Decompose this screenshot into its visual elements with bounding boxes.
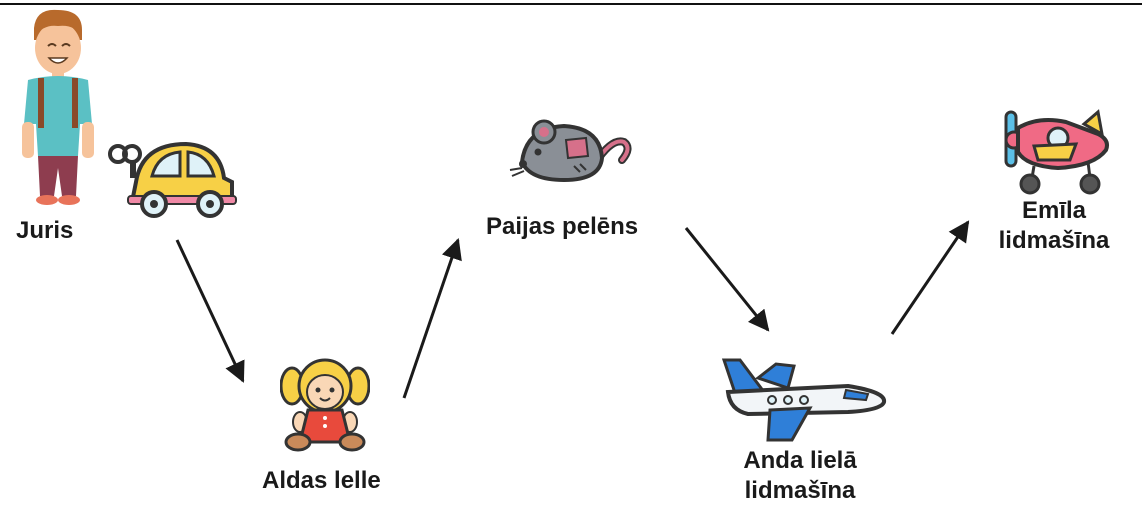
- airplane-icon: [721, 358, 887, 442]
- top-border-line: [0, 3, 1142, 5]
- node-label-anda: Anda lielā lidmašīna: [708, 446, 892, 506]
- edge-alda-to-paija: [402, 238, 462, 399]
- doll-icon: [280, 358, 370, 452]
- edge-car-to-alda: [175, 239, 245, 383]
- edge-paija-to-anda: [684, 227, 770, 332]
- node-label-anda-line1: Anda lielā: [743, 447, 857, 474]
- toy-plane-icon: [1004, 109, 1109, 195]
- node-label-emils: Emīla lidmašīna: [968, 196, 1140, 256]
- wind-up-car-icon: [108, 141, 237, 218]
- node-label-alda: Aldas lelle: [262, 467, 381, 494]
- toy-mouse-icon: [509, 119, 632, 183]
- boy-icon: [22, 9, 94, 205]
- node-label-juris: Juris: [16, 217, 74, 244]
- node-label-emils-line1: Emīla: [1021, 197, 1087, 224]
- node-label-emils-line2: lidmašīna: [998, 227, 1110, 254]
- node-label-paija: Paijas pelēns: [486, 213, 639, 240]
- node-label-anda-line2: lidmašīna: [744, 477, 856, 504]
- edge-anda-to-emils: [890, 220, 970, 335]
